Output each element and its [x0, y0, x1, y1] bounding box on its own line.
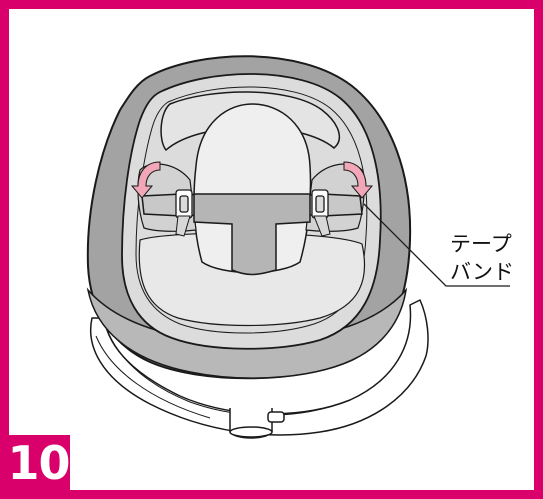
left-strap-tail [175, 215, 191, 237]
callout-label-tape: テープ [450, 232, 512, 256]
callout-leader-line [363, 203, 510, 287]
right-buckle [311, 189, 329, 219]
right-strap-tail [313, 215, 331, 237]
right-curved-arrow-icon [343, 161, 374, 199]
callout-label-band: バンド [450, 260, 515, 284]
left-buckle [175, 189, 193, 219]
left-curved-arrow-icon [130, 161, 161, 199]
seat-base [90, 299, 429, 436]
chest-pad [193, 193, 311, 276]
seat-pedestal [229, 408, 285, 439]
step-number-badge: 10 [7, 435, 71, 492]
